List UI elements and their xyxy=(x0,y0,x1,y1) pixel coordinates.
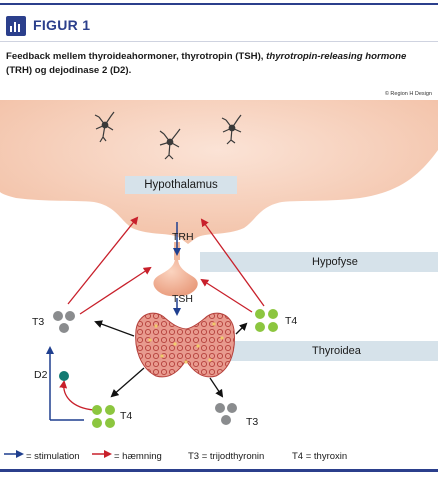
thyroidea-label: Thyroidea xyxy=(312,345,361,357)
bar-chart-icon xyxy=(6,16,26,36)
pituitary xyxy=(153,258,198,297)
t4-molecule-right xyxy=(255,309,278,332)
t4-pituitary-inhibition xyxy=(200,278,253,313)
neuron-icon xyxy=(94,111,115,143)
t3-pituitary-inhibition xyxy=(79,266,152,315)
trh-label: TRH xyxy=(172,231,194,243)
thyroid-highlights xyxy=(148,322,224,364)
figure-caption: Feedback mellem thyroideahormoner, thyro… xyxy=(6,50,434,77)
t4-right-label: T4 xyxy=(285,315,298,327)
legend-t3-definition: T3 = trijodthyronin xyxy=(188,451,265,462)
caption-italic: thyrotropin-releasing hormone xyxy=(266,51,407,62)
d2-label: D2 xyxy=(34,369,48,381)
legend-stimulation: = stimulation xyxy=(26,451,80,462)
t4-bottom-label: T4 xyxy=(120,410,133,422)
legend-t4-definition: T4 = thyroxin xyxy=(292,451,348,462)
copyright-note: © Region H Design xyxy=(384,91,432,97)
top-rule xyxy=(0,3,438,5)
thyroid-to-t4-bottom-arrow xyxy=(110,367,145,398)
t3-hypothalamus-inhibition xyxy=(67,216,139,305)
neuron-icon xyxy=(221,114,242,145)
tsh-label: TSH xyxy=(172,293,193,305)
thyroid-gland xyxy=(135,312,235,378)
t3-bottom-label: T3 xyxy=(246,416,259,428)
t4-hypothalamus-inhibition xyxy=(200,218,265,307)
thyroidea-band xyxy=(200,341,438,361)
thyroid-to-t4-arrow xyxy=(235,322,248,335)
caption-text-2: (TRH) og dejodinase 2 (D2). xyxy=(6,64,132,76)
figure-label: FIGUR 1 xyxy=(33,17,91,33)
hypofyse-band xyxy=(200,252,438,272)
t4-d2-conversion-arrow xyxy=(59,380,95,411)
hypofyse-label: Hypofyse xyxy=(312,256,358,268)
header-divider xyxy=(0,41,438,42)
caption-text-1: Feedback mellem thyroideahormoner, thyro… xyxy=(6,51,267,62)
d2-enzyme-dot xyxy=(59,371,69,381)
neuron-icon xyxy=(159,128,181,160)
t3-left-label: T3 xyxy=(32,316,45,328)
thyroid-to-t3-bottom-arrow xyxy=(209,377,224,398)
legend-inhibition: = hæmning xyxy=(114,451,162,462)
bottom-rule xyxy=(0,469,438,472)
thyroid-to-t3-arrow xyxy=(94,320,135,337)
t3-molecule-left xyxy=(53,311,75,333)
hypothalamus-label: Hypothalamus xyxy=(125,176,237,194)
t4-molecule-bottom xyxy=(92,405,115,428)
t3-molecule-bottom xyxy=(215,403,237,425)
brain-region xyxy=(0,100,438,244)
